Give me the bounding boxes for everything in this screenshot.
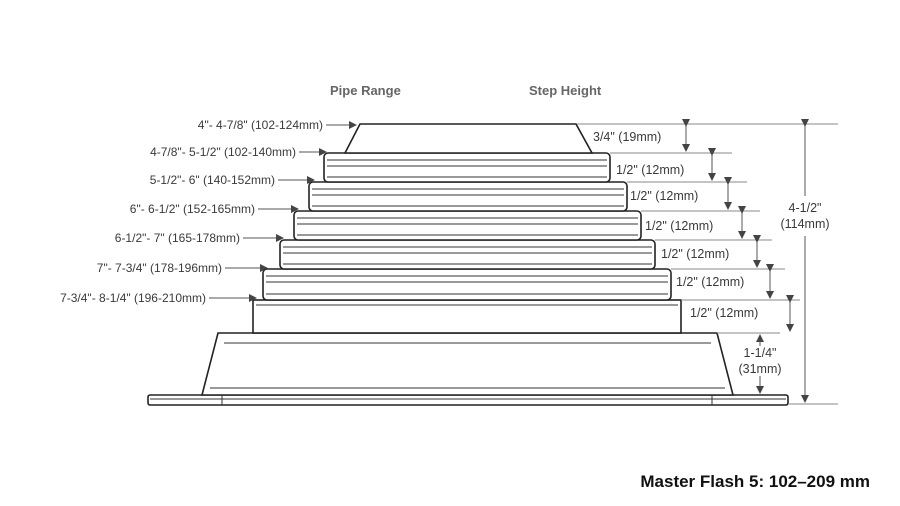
step-height-label: 1/2" (12mm) — [645, 219, 713, 233]
pipe-range-label: 6"- 6-1/2" (152-165mm) — [130, 202, 255, 216]
total-height-dimension: 4-1/2" (114mm) — [700, 119, 838, 405]
pipe-range-label: 5-1/2"- 6" (140-152mm) — [150, 173, 275, 187]
pipe-range-label: 4-7/8"- 5-1/2" (102-140mm) — [150, 145, 296, 159]
step-height-label: 1/2" (12mm) — [630, 189, 698, 203]
base-flange — [147, 394, 789, 406]
pipe-range-labels: 4"- 4-7/8" (102-124mm) 4-7/8"- 5-1/2" (1… — [60, 118, 357, 305]
pipe-range-label: 7"- 7-3/4" (178-196mm) — [97, 261, 222, 275]
step-height-label: 1/2" (12mm) — [661, 247, 729, 261]
step-ring-7 — [252, 299, 682, 334]
step-ring-2 — [323, 152, 611, 183]
step-height-arrows — [682, 119, 794, 394]
step-height-labels: 3/4" (19mm) 1/2" (12mm) 1/2" (12mm) 1/2"… — [593, 130, 782, 376]
step-ring-6 — [262, 268, 672, 301]
step-ring-5 — [279, 239, 656, 270]
total-height-label: 4-1/2" — [789, 201, 822, 215]
base-cone — [200, 332, 735, 396]
base-height-label: (31mm) — [738, 362, 781, 376]
step-height-label: 3/4" (19mm) — [593, 130, 661, 144]
pipe-range-label: 4"- 4-7/8" (102-124mm) — [198, 118, 323, 132]
step-ring-4 — [293, 210, 642, 241]
step-height-label: 1/2" (12mm) — [616, 163, 684, 177]
base-height-label: 1-1/4" — [744, 346, 777, 360]
pipe-range-label: 7-3/4"- 8-1/4" (196-210mm) — [60, 291, 206, 305]
step-height-header: Step Height — [529, 83, 602, 98]
step-height-label: 1/2" (12mm) — [676, 275, 744, 289]
step-ring-1 — [343, 123, 594, 154]
product-caption: Master Flash 5: 102–209 mm — [640, 472, 870, 491]
step-height-label: 1/2" (12mm) — [690, 306, 758, 320]
step-ring-3 — [308, 181, 628, 212]
pipe-range-header: Pipe Range — [330, 83, 401, 98]
pipe-range-label: 6-1/2"- 7" (165-178mm) — [115, 231, 240, 245]
total-height-label: (114mm) — [780, 217, 829, 231]
